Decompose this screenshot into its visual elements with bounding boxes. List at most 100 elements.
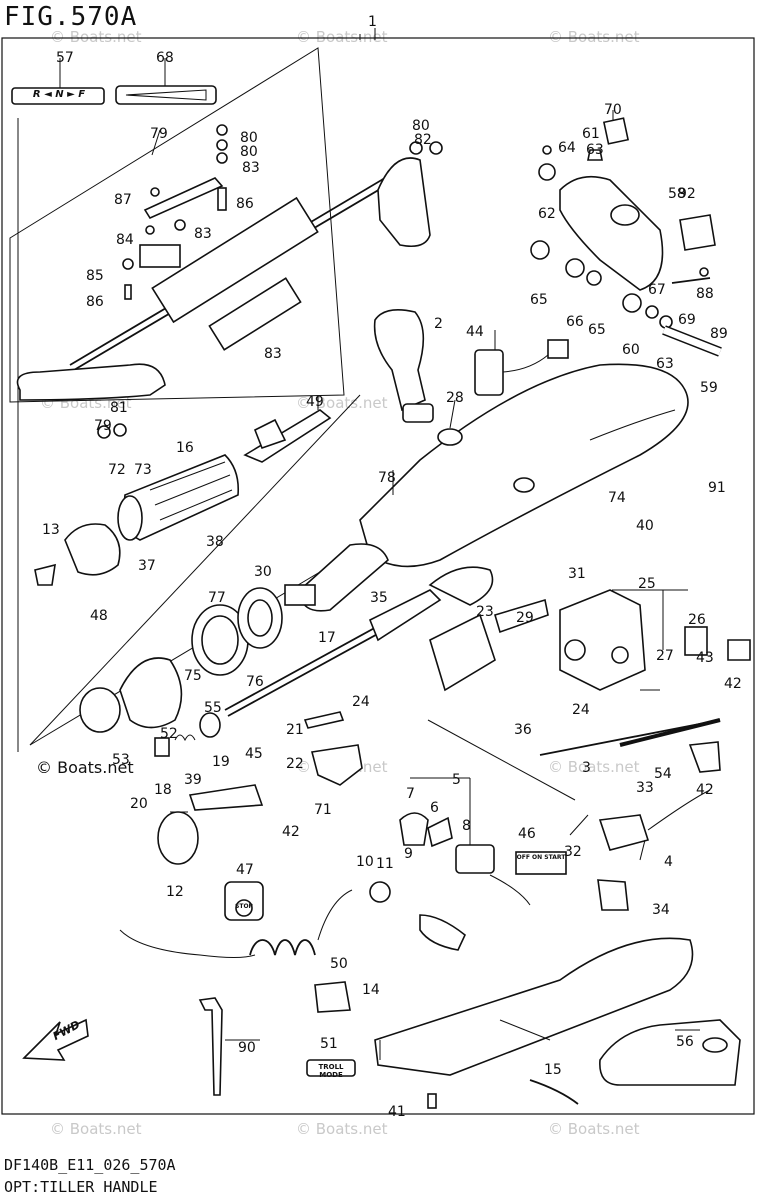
callout-1: 1 [368,14,377,30]
callout-23: 23 [476,604,494,620]
callout-34: 34 [652,902,670,918]
callout-35: 35 [370,590,388,606]
callout-28: 28 [446,390,464,406]
troll-mode-decal [306,1059,356,1077]
callout-57: 57 [56,50,74,66]
callout-79: 79 [94,418,112,434]
watermark: © Boats.net [548,28,640,46]
callout-92: 92 [678,186,696,202]
callout-36: 36 [514,722,532,738]
callout-64: 64 [558,140,576,156]
callout-86: 86 [86,294,104,310]
callout-82: 82 [414,132,432,148]
callout-38: 38 [206,534,224,550]
callout-51: 51 [320,1036,338,1052]
switch-panel-decal [515,851,567,875]
callout-62: 62 [538,206,556,222]
callout-21: 21 [286,722,304,738]
callout-5: 5 [452,772,461,788]
watermark: © Boats.net [296,1120,388,1138]
callout-16: 16 [176,440,194,456]
callout-55: 55 [204,700,222,716]
callout-22: 22 [286,756,304,772]
watermark: © Boats.net [548,758,640,776]
callout-48: 48 [90,608,108,624]
callout-20: 20 [130,796,148,812]
callout-9: 9 [404,846,413,862]
frame-border [1,37,755,1115]
callout-41: 41 [388,1104,406,1120]
callout-53: 53 [112,752,130,768]
callout-65: 65 [530,292,548,308]
callout-18: 18 [154,782,172,798]
callout-46: 46 [518,826,536,842]
callout-81: 81 [110,400,128,416]
shift-indicator-text: R ◄ N ► F [32,89,86,100]
callout-63: 63 [586,142,604,158]
callout-84: 84 [116,232,134,248]
callout-70: 70 [604,102,622,118]
callout-47: 47 [236,862,254,878]
figure-title: FIG.570A [4,2,138,32]
brand-label: © Boats.net [36,758,134,777]
callout-32: 32 [564,844,582,860]
callout-74: 74 [608,490,626,506]
callout-66: 66 [566,314,584,330]
callout-42: 42 [724,676,742,692]
watermark: © Boats.net [50,28,142,46]
callout-80: 80 [240,144,258,160]
callout-39: 39 [184,772,202,788]
callout-59: 59 [700,380,718,396]
callout-17: 17 [318,630,336,646]
callout-69: 69 [678,312,696,328]
callout-37: 37 [138,558,156,574]
callout-79: 79 [150,126,168,142]
callout-54: 54 [654,766,672,782]
callout-60: 60 [622,342,640,358]
callout-24: 24 [572,702,590,718]
troll-mode-text: TROLL MODE [318,1063,344,1079]
callout-90: 90 [238,1040,256,1056]
callout-77: 77 [208,590,226,606]
callout-45: 45 [245,746,263,762]
callout-67: 67 [648,282,666,298]
callout-8: 8 [462,818,471,834]
shift-indicator-decal [11,87,105,105]
shift-lever-knob [373,309,426,412]
tiller-bracket-base [374,937,694,1076]
callout-13: 13 [42,522,60,538]
watermark: © Boats.net [50,1120,142,1138]
callout-3: 3 [582,760,591,776]
callout-89: 89 [710,326,728,342]
callout-68: 68 [156,50,174,66]
fwd-arrow-icon [22,1018,89,1061]
plate [429,613,496,692]
callout-78: 78 [378,470,396,486]
callout-76: 76 [246,674,264,690]
callout-85: 85 [86,268,104,284]
callout-80: 80 [412,118,430,134]
callout-29: 29 [516,610,534,626]
callout-2: 2 [434,316,443,332]
callout-52: 52 [160,726,178,742]
callout-63: 63 [656,356,674,372]
callout-44: 44 [466,324,484,340]
switch-panel-text: OFF ON START [516,854,566,861]
callout-58: 58 [668,186,686,202]
tiller-shaft [16,157,431,401]
callout-83: 83 [194,226,212,242]
callout-25: 25 [638,576,656,592]
callout-7: 7 [406,786,415,802]
callout-83: 83 [264,346,282,362]
callout-88: 88 [696,286,714,302]
callout-91: 91 [708,480,726,496]
watermark: © Boats.net [548,1120,640,1138]
callout-24: 24 [352,694,370,710]
callout-12: 12 [166,884,184,900]
callout-4: 4 [664,854,673,870]
callout-6: 6 [430,800,439,816]
callout-73: 73 [134,462,152,478]
watermark: © Boats.net [296,28,388,46]
